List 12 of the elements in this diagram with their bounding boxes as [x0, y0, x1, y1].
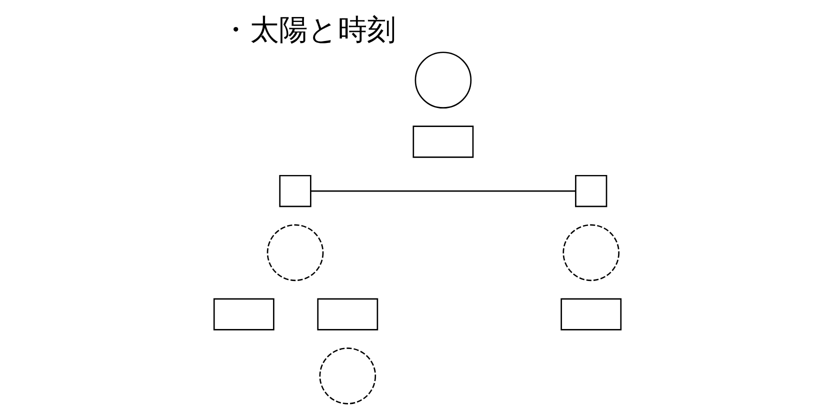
- node-box: [317, 298, 378, 330]
- diagram-title: ・太陽と時刻: [221, 12, 396, 46]
- node-box: [412, 126, 474, 158]
- node-box: [213, 298, 274, 330]
- node-box: [279, 174, 312, 208]
- node-circle: [266, 224, 324, 282]
- node-circle: [414, 52, 472, 109]
- connector: [310, 190, 576, 192]
- node-box: [575, 174, 608, 208]
- node-box: [560, 298, 622, 330]
- node-circle: [562, 224, 620, 282]
- node-circle: [319, 348, 376, 404]
